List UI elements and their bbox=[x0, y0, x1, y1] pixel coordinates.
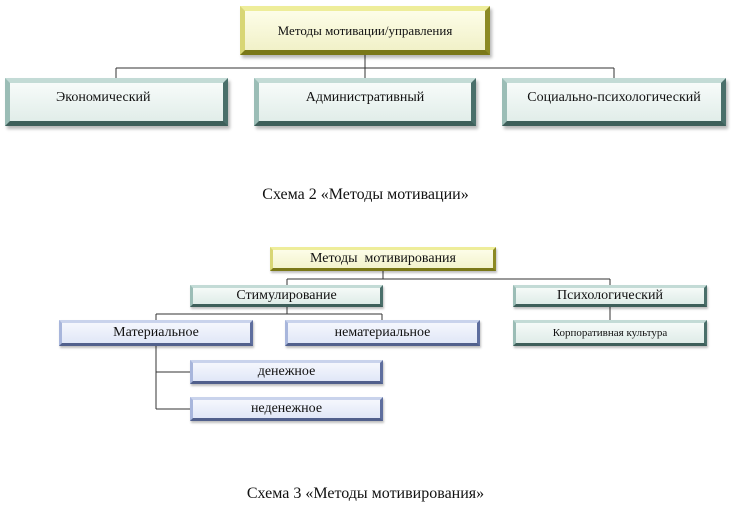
psychological-label: Психологический bbox=[557, 288, 663, 303]
non-material-box: нематериальное bbox=[285, 320, 480, 346]
scheme3-root-label: Методы мотивирования bbox=[310, 251, 456, 266]
corporate-culture-box: Корпоративная культура bbox=[513, 320, 707, 346]
scheme2-root-label: Методы мотивации/управления bbox=[277, 22, 453, 38]
stimulation-box: Стимулирование bbox=[190, 285, 383, 307]
scheme2-root-box: Методы мотивации/управления bbox=[240, 6, 490, 55]
psychological-box: Психологический bbox=[513, 285, 707, 307]
scheme3-caption: Схема 3 «Методы мотивирования» bbox=[246, 485, 485, 502]
socio-psychological-method-label: Социально-психологический bbox=[527, 90, 701, 105]
non-monetary-label: неденежное bbox=[250, 401, 323, 416]
non-material-label: нематериальное bbox=[334, 325, 431, 340]
scheme2-caption: Схема 2 «Методы мотивации» bbox=[262, 186, 469, 203]
socio-psychological-method-box: Социально-психологический bbox=[502, 78, 726, 126]
monetary-label: денежное bbox=[257, 364, 316, 379]
economic-method-box: Экономический bbox=[5, 78, 228, 126]
material-label: Материальное bbox=[113, 325, 199, 340]
material-box: Материальное bbox=[59, 320, 253, 346]
corporate-culture-label: Корпоративная культура bbox=[552, 327, 668, 339]
economic-method-label: Экономический bbox=[56, 90, 151, 105]
monetary-box: денежное bbox=[190, 360, 383, 384]
administrative-method-box: Административный bbox=[254, 78, 476, 126]
non-monetary-box: неденежное bbox=[190, 397, 383, 421]
stimulation-label: Стимулирование bbox=[236, 288, 337, 303]
administrative-method-label: Административный bbox=[305, 90, 425, 105]
scheme3-root-box: Методы мотивирования bbox=[270, 247, 496, 271]
